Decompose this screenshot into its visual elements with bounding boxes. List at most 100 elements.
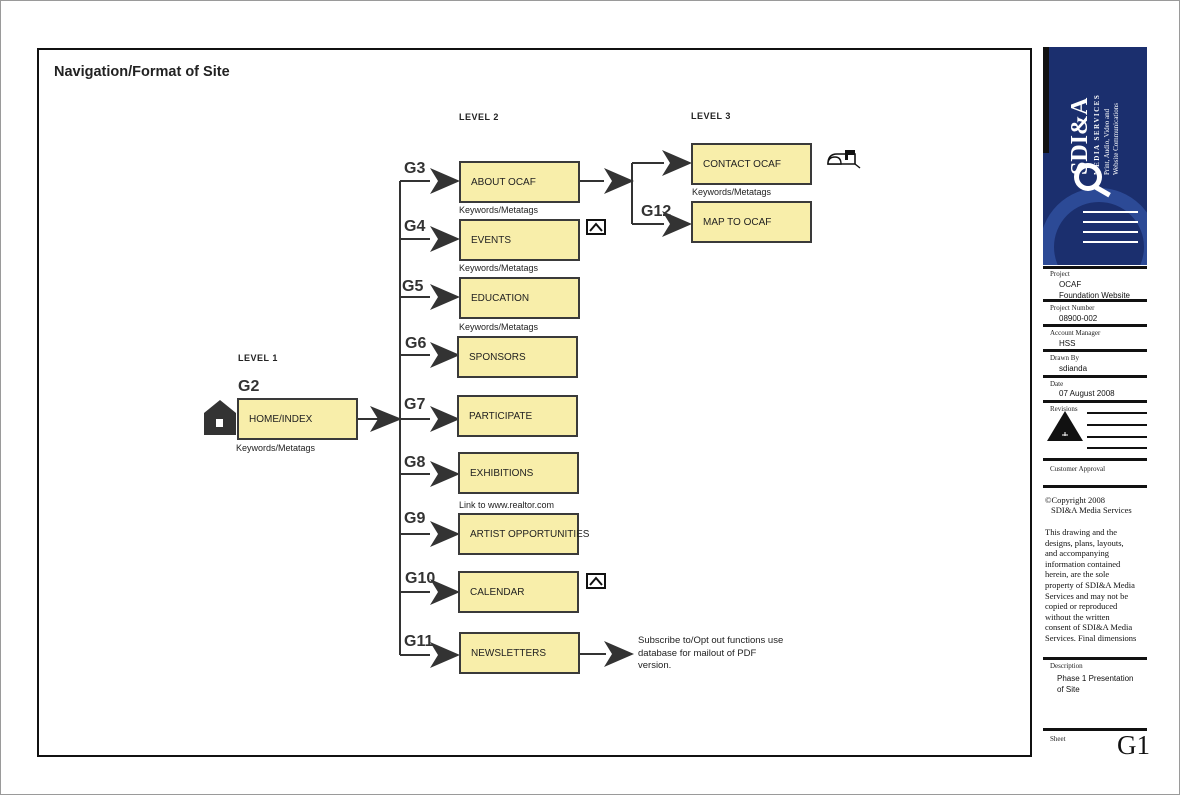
- group-label-g11: G11: [404, 633, 434, 650]
- node-calendar[interactable]: CALENDAR: [458, 571, 579, 613]
- node-label: EVENTS: [471, 234, 512, 246]
- node-artist-opportunities[interactable]: ARTIST OPPORTUNITIES: [458, 513, 589, 555]
- company-logo: SDI&A MEDIA SERVICES Print, Audio, Video…: [1043, 47, 1147, 265]
- node-events[interactable]: EVENTS: [459, 219, 580, 261]
- node-map-to-ocaf[interactable]: MAP TO OCAF: [691, 201, 812, 243]
- drawing-frame: [37, 48, 1032, 757]
- node-education[interactable]: EDUCATION: [459, 277, 580, 319]
- description-value-1: Phase 1 Presentation: [1057, 674, 1134, 683]
- node-label: HOME/INDEX: [249, 413, 313, 425]
- exhibitions-caption: Link to www.realtor.com: [459, 500, 555, 510]
- node-label: CALENDAR: [470, 586, 525, 598]
- group-label-g10: G10: [405, 570, 436, 587]
- title-block-divider: [1043, 400, 1147, 403]
- mailbox-icon: [825, 148, 863, 172]
- title-block-divider: [1043, 728, 1147, 731]
- node-home-index[interactable]: HOME/INDEX: [237, 398, 358, 440]
- triangle-icon: [1046, 410, 1084, 442]
- date-value: 07 August 2008: [1059, 389, 1115, 398]
- about-caption: Keywords/Metatags: [459, 205, 539, 215]
- project-label: Project: [1050, 270, 1070, 278]
- disclaimer: This drawing and the designs, plans, lay…: [1045, 527, 1149, 644]
- title-block-divider: [1043, 299, 1147, 302]
- disclaimer-line: without the written: [1045, 611, 1110, 622]
- group-label-g3: G3: [404, 160, 426, 177]
- title-block-divider: [1043, 324, 1147, 327]
- account-manager-label: Account Manager: [1050, 329, 1101, 337]
- revision-line: [1087, 424, 1147, 426]
- house-icon: [204, 399, 236, 435]
- drawn-by-value: sdianda: [1059, 364, 1088, 373]
- group-label-g5: G5: [402, 278, 424, 295]
- node-label: ARTIST OPPORTUNITIES: [470, 528, 590, 540]
- copyright-line-2: SDI&A Media Services: [1051, 505, 1132, 515]
- revisions-label: Revisions: [1050, 405, 1078, 413]
- description-value-2: of Site: [1057, 685, 1080, 694]
- logo-tagline-1: Print, Audio, Video and: [1103, 108, 1111, 175]
- node-label: NEWSLETTERS: [471, 647, 547, 659]
- description-label: Description: [1050, 662, 1083, 670]
- revision-line: [1087, 412, 1147, 414]
- newsletter-note: Subscribe to/Opt out functions use datab…: [638, 635, 784, 671]
- disclaimer-line: designs, plans, layouts,: [1045, 537, 1124, 548]
- education-caption: Keywords/Metatags: [459, 322, 539, 332]
- level-3-label: LEVEL 3: [691, 111, 731, 121]
- group-label-g9: G9: [404, 510, 426, 527]
- drawn-by-label: Drawn By: [1050, 354, 1079, 362]
- customer-approval-label: Customer Approval: [1050, 465, 1106, 473]
- node-label: EXHIBITIONS: [470, 467, 534, 479]
- date-label: Date: [1050, 380, 1064, 388]
- project-value-1: OCAF: [1059, 280, 1082, 289]
- node-contact-ocaf[interactable]: CONTACT OCAF: [691, 143, 812, 185]
- disclaimer-line: herein, are the sole: [1045, 569, 1110, 580]
- disclaimer-line: and accompanying: [1045, 548, 1109, 559]
- disclaimer-line: property of SDI&A Media: [1045, 579, 1135, 590]
- node-sponsors[interactable]: SPONSORS: [457, 336, 578, 378]
- group-label-g4: G4: [404, 218, 426, 235]
- sheet-label: Sheet: [1050, 735, 1066, 743]
- node-exhibitions[interactable]: EXHIBITIONS: [458, 452, 579, 494]
- group-label-g6: G6: [405, 335, 427, 352]
- node-participate[interactable]: PARTICIPATE: [457, 395, 578, 437]
- contact-caption: Keywords/Metatags: [692, 187, 772, 197]
- node-label: CONTACT OCAF: [703, 158, 781, 170]
- logo-tagline-2: Website Communications: [1112, 103, 1120, 175]
- disclaimer-line: Services and may not be: [1045, 590, 1129, 601]
- title-block-divider: [1043, 458, 1147, 461]
- node-label: PARTICIPATE: [469, 410, 533, 422]
- title-block-divider: [1043, 266, 1147, 269]
- project-value-2: Foundation Website: [1059, 291, 1131, 300]
- project-number-label: Project Number: [1050, 304, 1095, 312]
- node-about-ocaf[interactable]: ABOUT OCAF: [459, 161, 580, 203]
- group-label-home: G2: [238, 378, 260, 395]
- title-block-divider: [1043, 657, 1147, 660]
- node-label: ABOUT OCAF: [471, 176, 536, 188]
- group-label-g12: G12: [641, 203, 672, 220]
- title-block-divider: [1043, 375, 1147, 378]
- title-block-divider: [1043, 485, 1147, 488]
- group-label-g8: G8: [404, 454, 426, 471]
- chevron-up-icon[interactable]: [586, 219, 606, 235]
- chevron-up-icon[interactable]: [586, 573, 606, 589]
- disclaimer-line: copied or reproduced: [1045, 601, 1118, 612]
- node-label: EDUCATION: [471, 292, 530, 304]
- disclaimer-line: This drawing and the: [1045, 527, 1117, 537]
- sheet-number: G1: [1117, 730, 1150, 760]
- node-label: SPONSORS: [469, 351, 526, 363]
- level-1-label: LEVEL 1: [238, 353, 278, 363]
- logo-name: SDI&A: [1067, 97, 1093, 175]
- node-newsletters[interactable]: NEWSLETTERS: [459, 632, 580, 674]
- page-title: Navigation/Format of Site: [54, 64, 230, 80]
- disclaimer-line: consent of SDI&A Media: [1045, 622, 1133, 633]
- home-caption: Keywords/Metatags: [236, 443, 316, 453]
- node-label: MAP TO OCAF: [703, 216, 772, 228]
- group-label-g7: G7: [404, 396, 426, 413]
- copyright-line-1: ©Copyright 2008: [1045, 495, 1106, 505]
- revision-line: [1087, 447, 1147, 449]
- account-manager-value: HSS: [1059, 339, 1076, 348]
- project-number-value: 08900-002: [1059, 314, 1098, 323]
- level-2-label: LEVEL 2: [459, 112, 499, 122]
- title-block-divider: [1043, 349, 1147, 352]
- disclaimer-line: Services. Final dimensions: [1045, 632, 1137, 643]
